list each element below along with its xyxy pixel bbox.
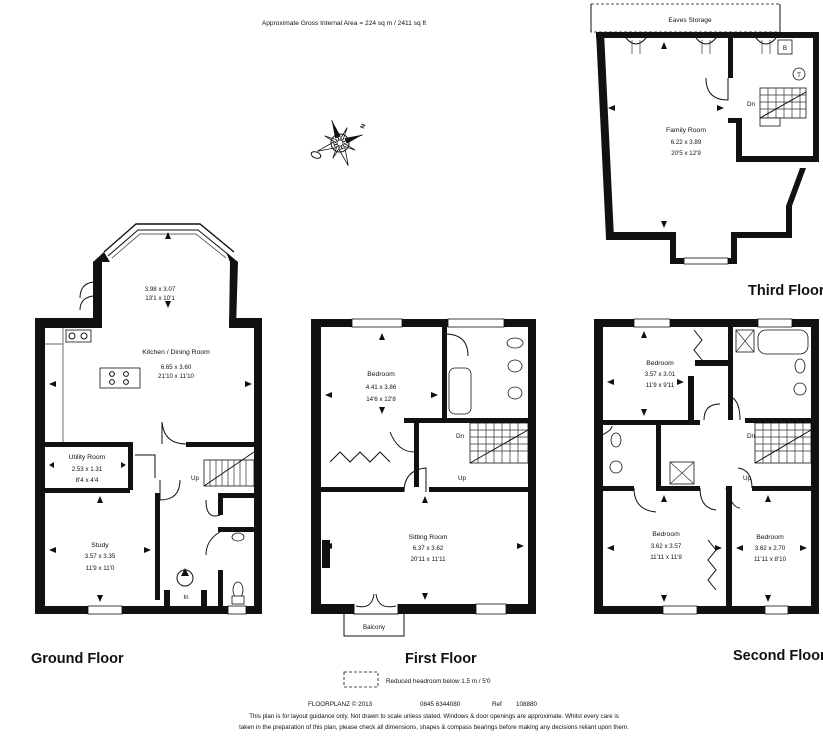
second-floor-label: Second Floor bbox=[733, 648, 823, 664]
ground-floor-plan: 3.98 x 3.07 13'1 x 10'1 Kitchen / Dining… bbox=[35, 223, 262, 615]
reduced-headroom-label: Reduced headroom below 1.5 m / 5'0 bbox=[386, 678, 491, 685]
sitting-room-dims-imperial: 20'11 x 11'11 bbox=[410, 556, 446, 563]
cupboard-t-label: T bbox=[797, 72, 801, 79]
footer-ref-label: Ref bbox=[492, 701, 502, 708]
second-floor-plan: Bedroom 3.57 x 3.01 11'9 x 9'11 Bedroom … bbox=[594, 318, 819, 615]
study-label: Study bbox=[91, 542, 109, 549]
first-floor-plan: Bedroom 4.41 x 3.86 14'6 x 12'8 Sitting … bbox=[311, 318, 536, 637]
second-bedroom1-label: Bedroom bbox=[646, 360, 674, 367]
first-floor-label: First Floor bbox=[405, 651, 477, 667]
footer-phone: 0845 6344080 bbox=[420, 701, 461, 708]
utility-label: Utility Room bbox=[69, 454, 106, 461]
eaves-storage-label: Eaves Storage bbox=[668, 17, 712, 24]
sitting-room-label: Sitting Room bbox=[409, 534, 448, 541]
sitting-room-dims-metric: 6.37 x 3.62 bbox=[413, 545, 444, 552]
footer-ref-number: 108880 bbox=[516, 701, 538, 708]
second-bedroom1-dims-metric: 3.57 x 3.01 bbox=[645, 371, 676, 378]
family-room-label: Family Room bbox=[666, 127, 706, 134]
footer-disclaimer-line2: taken in the preparation of this plan, p… bbox=[239, 724, 629, 731]
kitchen-dims-imperial: 21'10 x 11'10 bbox=[158, 373, 195, 380]
gross-area-label: Approximate Gross Internal Area = 224 sq… bbox=[262, 20, 426, 27]
utility-dims-imperial: 8'4 x 4'4 bbox=[76, 477, 99, 484]
ground-floor-label: Ground Floor bbox=[31, 651, 124, 667]
second-bedroom3-label: Bedroom bbox=[756, 534, 784, 541]
cupboard-b-label: B bbox=[783, 45, 787, 52]
footer-disclaimer-line1: This plan is for layout guidance only. N… bbox=[249, 713, 619, 720]
first-stair-down-label: Dn bbox=[456, 433, 465, 440]
compass-north-label: N bbox=[359, 123, 367, 130]
second-bedroom3-dims-metric: 3.62 x 2.70 bbox=[755, 545, 786, 552]
balcony-label: Balcony bbox=[363, 624, 386, 631]
compass-icon: N bbox=[310, 120, 368, 166]
kitchen-label: Kitchen / Dining Room bbox=[142, 349, 210, 356]
first-stair-up-label: Up bbox=[458, 475, 467, 482]
first-bedroom-dims-metric: 4.41 x 3.86 bbox=[366, 384, 397, 391]
second-stair-up-label: Up bbox=[743, 475, 752, 482]
utility-dims-metric: 2.53 x 1.31 bbox=[72, 466, 103, 473]
footer-brand: FLOORPLANZ © 2013 bbox=[308, 700, 373, 708]
first-bedroom-dims-imperial: 14'6 x 12'8 bbox=[366, 396, 396, 403]
kitchen-dims-metric: 6.65 x 3.60 bbox=[161, 364, 192, 371]
second-bedroom2-label: Bedroom bbox=[652, 531, 680, 538]
third-floor-label: Third Floor bbox=[748, 283, 823, 299]
kitchen-bay-dims-metric: 3.98 x 3.07 bbox=[145, 286, 176, 293]
second-stair-down-label: Dn bbox=[747, 433, 756, 440]
first-bedroom-label: Bedroom bbox=[367, 371, 395, 378]
ground-stair-up-label: Up bbox=[191, 475, 200, 482]
second-bedroom3-dims-imperial: 11'11 x 8'10 bbox=[754, 556, 787, 563]
reduced-headroom-key bbox=[343, 671, 379, 688]
third-floor-plan: B T Eaves Storage Family Room 6.22 x 3.8… bbox=[590, 3, 819, 265]
study-dims-metric: 3.57 x 3.35 bbox=[85, 553, 116, 560]
entrance-label: In bbox=[183, 594, 189, 601]
kitchen-bay-dims-imperial: 13'1 x 10'1 bbox=[145, 295, 175, 302]
family-room-dims-imperial: 20'5 x 12'9 bbox=[671, 150, 701, 157]
study-dims-imperial: 11'9 x 11'0 bbox=[86, 565, 115, 572]
second-bedroom2-dims-metric: 3.62 x 3.57 bbox=[651, 543, 682, 550]
second-bedroom2-dims-imperial: 11'11 x 11'9 bbox=[650, 554, 682, 561]
third-stair-down-label: Dn bbox=[747, 101, 756, 108]
family-room-dims-metric: 6.22 x 3.89 bbox=[671, 139, 702, 146]
second-bedroom1-dims-imperial: 11'9 x 9'11 bbox=[646, 382, 675, 389]
